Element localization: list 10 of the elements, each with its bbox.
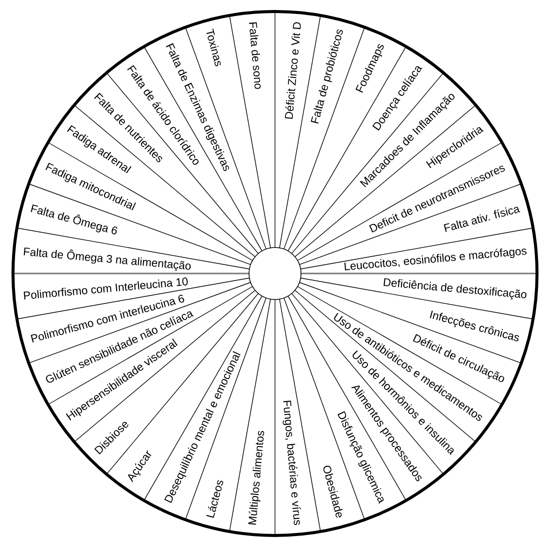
sector-label: Deficiência de destoxificação — [384, 278, 526, 300]
sector-label: Falta de sono — [249, 22, 261, 89]
sector-label: Múltiplos alimentos — [248, 430, 264, 525]
sector-label: Leucocitos, eosinófilos e macrófagos — [344, 248, 527, 270]
sector-label: Déficit Zinco e Vit D — [284, 22, 301, 119]
sector-label: Fungos, bactérias e vírus — [282, 400, 301, 526]
sector-label: Toxinas — [206, 28, 221, 66]
sector-label: Falta de Ômega 3 na alimentação — [24, 248, 191, 271]
sector-label: Lácteos — [206, 480, 224, 518]
sector-label: Falta de Ômega 6 — [30, 204, 118, 234]
